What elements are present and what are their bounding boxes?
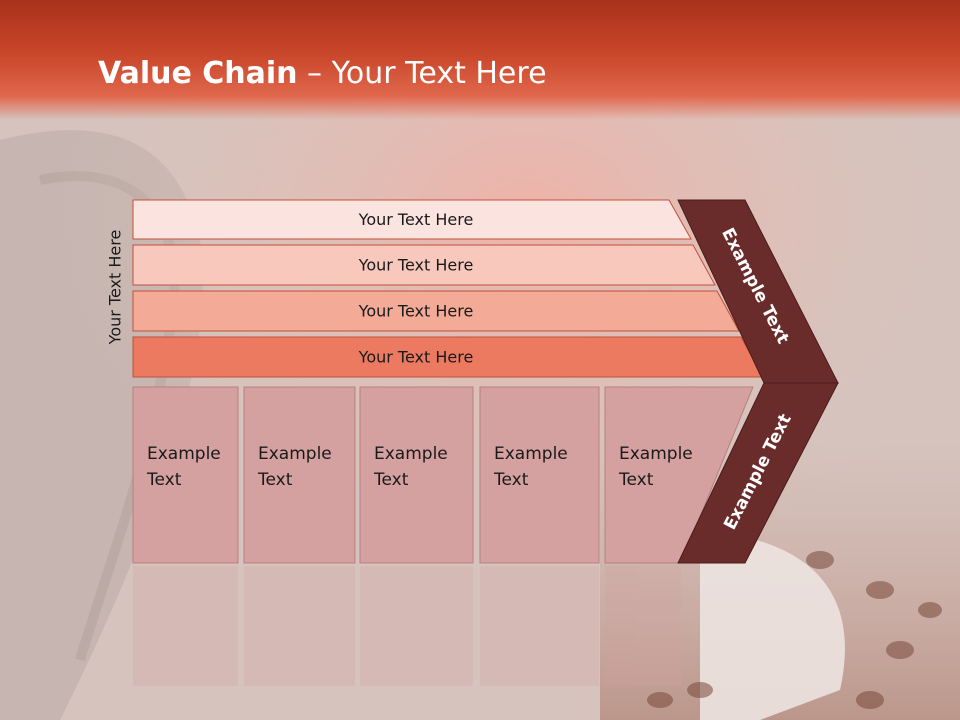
activity-box-1	[132, 386, 239, 564]
activity-box-3-line1: Example	[374, 444, 448, 464]
activity-box-2-line2: Text	[257, 470, 293, 490]
activity-box-3-reflection	[360, 566, 473, 686]
activity-box-5-line2: Text	[618, 470, 654, 490]
activity-box-4-reflection	[480, 566, 599, 686]
bar-1	[132, 199, 692, 240]
activity-box-2-line1: Example	[258, 444, 332, 464]
activity-box-1-reflection	[133, 566, 238, 686]
title-rest: – Your Text Here	[297, 56, 547, 91]
bar-3	[132, 290, 740, 332]
activity-box-3-line2: Text	[373, 470, 409, 490]
activity-box-3	[359, 386, 474, 564]
activity-box-2	[243, 386, 356, 564]
activity-box-5-reflection	[605, 566, 681, 686]
activity-box-4-line1: Example	[494, 444, 568, 464]
activity-box-4	[479, 386, 600, 564]
activity-box-1-line1: Example	[147, 444, 221, 464]
reflection	[133, 566, 681, 686]
activity-box-4-line2: Text	[493, 470, 529, 490]
activity-box-1-line2: Text	[146, 470, 182, 490]
activity-box-2-reflection	[244, 566, 355, 686]
chevron-bottom	[677, 382, 839, 564]
title-bold: Value Chain	[98, 56, 298, 91]
bar-2-label: Your Text Here	[358, 256, 474, 275]
activity-box-5-line1: Example	[619, 444, 693, 464]
bar-3-label: Your Text Here	[358, 302, 474, 321]
title-bar	[0, 0, 960, 120]
bar-1-label: Your Text Here	[358, 210, 474, 229]
slide-title: Value Chain – Your Text Here	[98, 54, 547, 94]
bar-2	[132, 244, 716, 286]
bar-4-label: Your Text Here	[358, 348, 474, 367]
